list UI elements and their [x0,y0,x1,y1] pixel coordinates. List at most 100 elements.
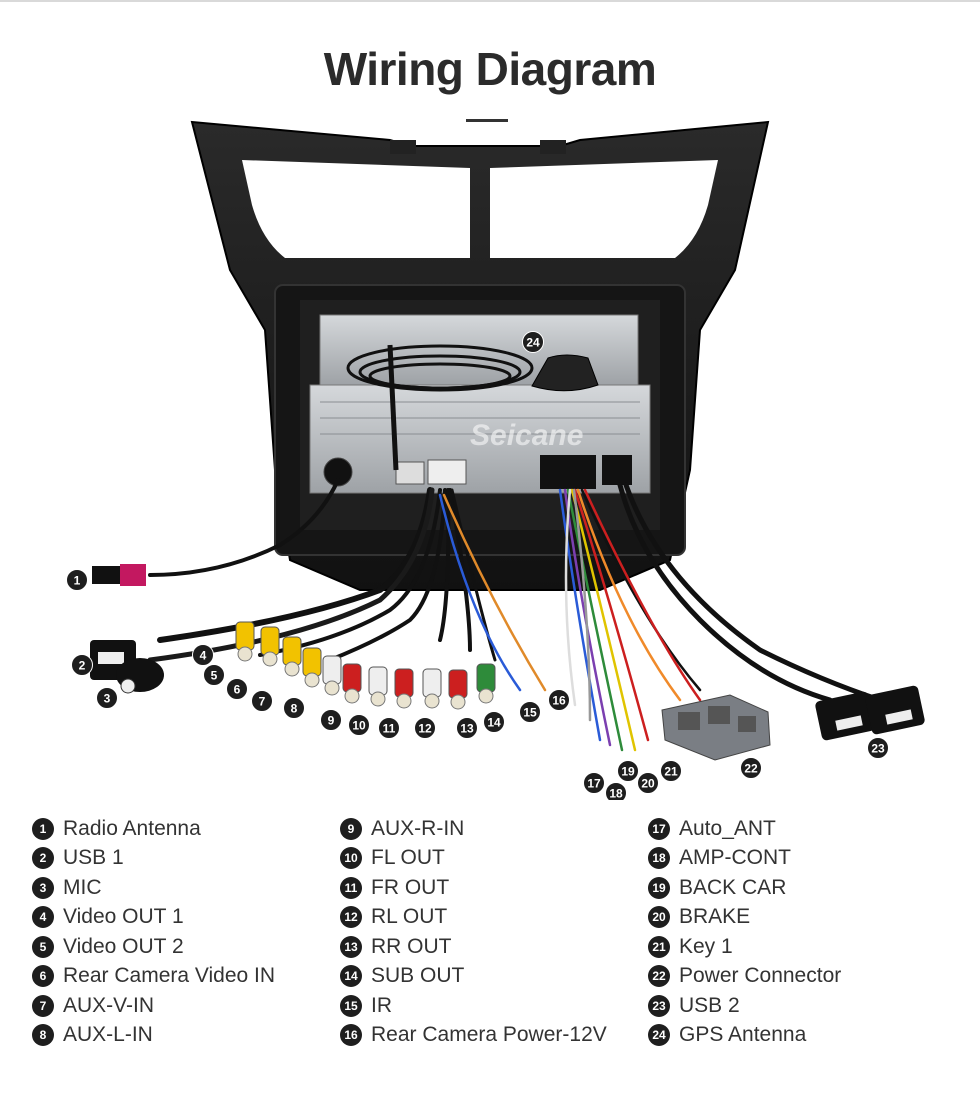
callout-number: 4 [200,649,207,663]
wiring-harness [92,478,883,752]
callout-badge [192,644,214,666]
legend-label: FL OUT [371,846,445,870]
callout-number: 19 [621,765,635,779]
rca-plug [476,663,496,693]
legend-number-badge: 4 [32,906,54,929]
callout-number: 7 [259,695,266,709]
callout-badge [71,654,93,676]
rca-plug-tip [424,693,440,709]
callout-badge [348,714,370,736]
callout-number: 5 [211,669,218,683]
callout-number: 12 [418,722,432,736]
rca-plug-tip [284,661,300,677]
rca-plug-tip [344,688,360,704]
legend-item: 3 MIC [32,873,275,903]
legend-label: Rear Camera Power-12V [371,1023,607,1047]
legend-label: Rear Camera Video IN [63,964,276,988]
legend-number-badge: 20 [648,906,670,929]
head-unit: Seicane [309,314,651,494]
rca-plug [235,621,255,651]
legend-label: BACK CAR [679,875,787,899]
power-connector [661,694,771,761]
callout-number: 21 [664,765,678,779]
rca-plug-tip [450,694,466,710]
legend-number-badge: 21 [648,935,670,958]
legend-number-badge: 15 [340,994,362,1017]
callout-badge [378,717,400,739]
callout-badge [548,689,570,711]
left-connectors [90,640,164,694]
callout-badge [740,757,762,779]
legend-number-badge: 3 [32,876,54,899]
rca-plug [260,626,280,656]
callout-badge [203,664,225,686]
legend-label: Video OUT 1 [63,905,184,929]
legend-number-badge: 12 [340,906,362,929]
callout-badge [66,569,88,591]
callout-number: 22 [744,762,758,776]
callout-number: 6 [234,683,241,697]
legend-label: AMP-CONT [679,846,791,870]
legend-label: RL OUT [371,905,448,929]
legend-number-badge: 24 [648,1024,670,1047]
legend-label: AUX-V-IN [63,993,155,1017]
rca-plug-tip [324,680,340,696]
legend-number-badge: 23 [648,994,670,1017]
legend-number-badge: 5 [32,935,54,958]
legend-label: Key 1 [679,934,733,958]
rca-plugs [235,621,496,710]
callout-badge [583,772,605,794]
callout-number: 2 [79,659,86,673]
callout-badge [456,717,478,739]
gps-antenna [346,344,599,471]
callout-number: 23 [871,742,885,756]
legend-label: USB 1 [63,846,124,870]
legend-number-badge: 14 [340,965,362,988]
legend-label: GPS Antenna [679,1023,807,1047]
rca-plug [302,647,322,677]
legend-number-badge: 9 [340,817,362,840]
legend-number-badge: 2 [32,847,54,870]
legend-number-badge: 1 [32,817,54,840]
callout-number: 16 [552,694,566,708]
top-divider [0,0,980,2]
legend-label: SUB OUT [371,964,465,988]
rca-plug [342,663,362,693]
callout-number: 24 [526,336,540,350]
title-underline [466,119,508,122]
callout-badge [617,760,639,782]
legend-label: BRAKE [679,905,751,929]
legend-item: 4 Video OUT 1 [32,903,275,933]
rca-plug [394,668,414,698]
callout-number: 15 [523,706,537,720]
rca-plug-tip [262,651,278,667]
callout-badge [96,687,118,709]
callout-number: 20 [641,777,655,791]
legend-label: RR OUT [371,934,452,958]
callout-number: 8 [291,702,298,716]
rca-plug [322,655,342,685]
legend-label: AUX-L-IN [63,1023,153,1047]
legend-number-badge: 22 [648,965,670,988]
legend-number-badge: 18 [648,847,670,870]
page-title: Wiring Diagram [323,43,657,95]
callout-badge [251,690,273,712]
rca-plug [282,636,302,666]
legend-label: MIC [63,875,102,899]
rca-plug-tip [237,646,253,662]
callout-number: 9 [328,714,335,728]
